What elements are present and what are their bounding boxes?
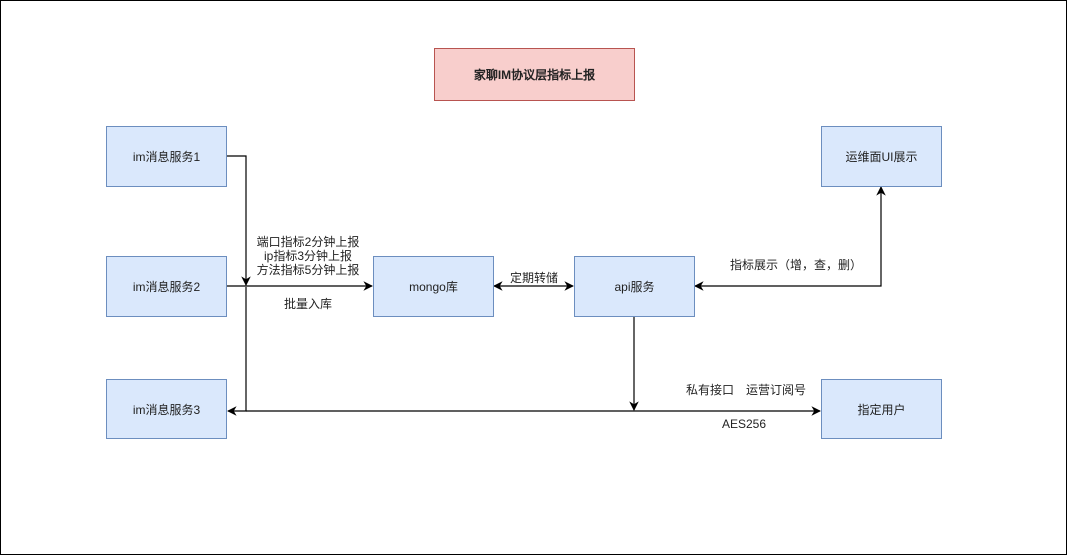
node-mongo[interactable]: mongo库: [373, 256, 494, 317]
label-report-1: 端口指标2分钟上报: [256, 235, 360, 249]
label-aes: AES256: [721, 417, 767, 431]
edge-merge-im3: [227, 287, 247, 416]
label-report-3: 方法指标5分钟上报: [256, 263, 360, 277]
label-private-api: 私有接口 运营订阅号: [685, 383, 806, 397]
label-batch: 批量入库: [283, 297, 332, 311]
node-im3[interactable]: im消息服务3: [106, 379, 227, 439]
edge-im1-merge: [226, 155, 251, 286]
diagram-title: 家聊IM协议层指标上报: [434, 48, 635, 101]
node-ui[interactable]: 运维面UI展示: [821, 126, 942, 187]
node-im1[interactable]: im消息服务1: [106, 126, 227, 187]
label-dump: 定期转储: [509, 271, 558, 285]
node-im2[interactable]: im消息服务2: [106, 256, 227, 317]
node-api[interactable]: api服务: [574, 256, 695, 317]
label-report-2: ip指标3分钟上报: [263, 249, 352, 263]
edge-api-ui: [694, 186, 886, 291]
node-user[interactable]: 指定用户: [821, 379, 942, 439]
label-display: 指标展示（增，查，删）: [729, 258, 862, 272]
